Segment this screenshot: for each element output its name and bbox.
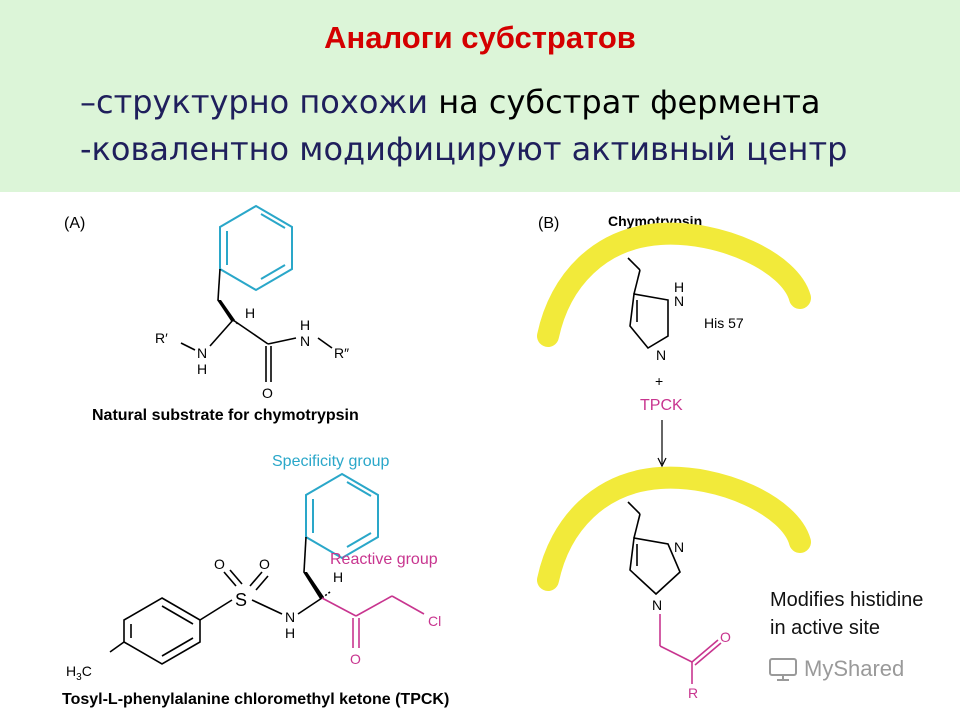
modified-r: R [688,685,698,701]
tpck-o-left: O [214,556,225,572]
methyl-sub: 3 [76,672,82,683]
natural-n-left: N [197,345,207,361]
methyl-label: H3C [66,663,92,683]
watermark-text: MyShared [804,656,905,681]
natural-caption: Natural substrate for chymotrypsin [92,407,359,424]
natural-h-left: H [197,361,207,377]
tpck-bonds [109,536,331,653]
tpck-caption: Tosyl-L-phenylalanine chloromethyl keton… [62,691,449,708]
his-top-n2: N [656,347,666,363]
presentation-icon [769,658,797,681]
modified-o: O [720,629,731,645]
reactive-group-bonds [321,595,425,648]
tosyl-ring [123,597,201,665]
plus-sign: + [655,373,663,389]
panel-a-label: (A) [64,215,85,232]
tpck-h-alpha: H [333,569,343,585]
his57-label: His 57 [704,315,744,331]
tpck-s: S [235,590,247,610]
enzyme-backbone-bottom [537,466,811,591]
watermark: MyShared [768,656,904,682]
panel-b-label: (B) [538,215,559,232]
tpck-wedge-bond [303,572,324,599]
specificity-group-label: Specificity group [272,453,389,470]
bullet-1: –структурно похожи на субстрат фермента [80,83,820,121]
tpck-n: N [285,609,295,625]
imidazole-top [627,257,669,350]
bullet-2-dash: - [80,130,92,168]
natural-benzene-ring [219,204,293,292]
his-top-n1: N [674,293,684,309]
bullet-1-rest: на субстрат фермента [428,83,821,121]
header-banner [0,0,960,192]
reactive-group-label: Reactive group [330,551,438,568]
slide-title: Аналоги субстратов [324,20,636,55]
natural-r2: R″ [334,345,349,361]
his-top-h: H [674,279,684,295]
tpck-nh: H [285,625,295,641]
bullet-2: -ковалентно модифицируют активный центр [80,130,847,168]
natural-h-right: H [300,317,310,333]
tpck-reagent: TPCK [640,397,683,414]
alkylated-chain [659,614,722,684]
bullet-1-dash: – [80,83,96,121]
note-line-2: in active site [770,617,881,639]
natural-o: O [262,385,273,401]
tpck-benzene-ring [305,472,379,560]
modification-note: Modifies histidine in active site [770,586,923,642]
natural-h-alpha: H [245,305,255,321]
methyl-c: C [82,663,92,679]
bullet-2-colored: ковалентно модифицируют активный центр [91,130,848,168]
his-bot-n2: N [652,597,662,613]
his-bot-n1: N [674,539,684,555]
bullet-1-colored: структурно похожи [96,83,429,121]
imidazole-bottom [627,501,681,596]
enzyme-backbone-top [537,222,811,347]
reaction-arrow [657,420,667,468]
natural-r1: R′ [155,330,168,346]
natural-n-right: N [300,333,310,349]
tpck-cl: Cl [428,613,441,629]
natural-wedge-bond [217,300,235,321]
note-line-1: Modifies histidine [770,589,924,611]
methyl-h: H [66,663,76,679]
tpck-o-right: O [259,556,270,572]
tpck-ketone-o: O [350,651,361,667]
